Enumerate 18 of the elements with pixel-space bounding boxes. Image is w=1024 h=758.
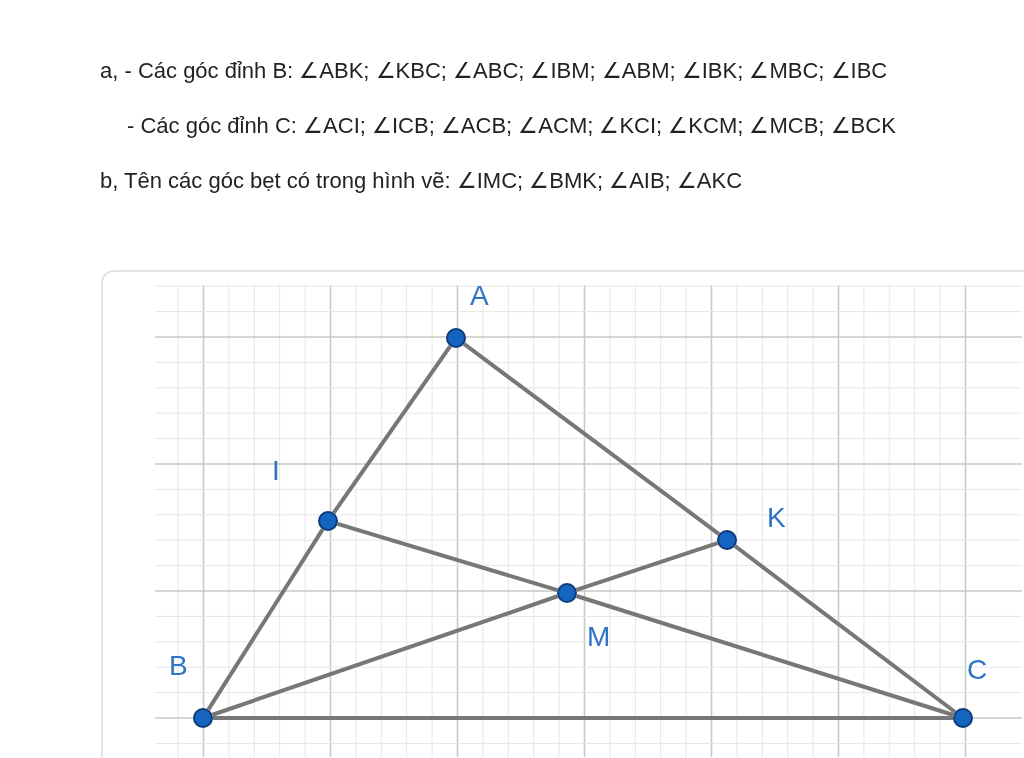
point-label: C — [967, 655, 988, 685]
answer-text: - Các góc đỉnh C: ∠ACI; ∠ICB; ∠ACB; ∠ACM; ∠KCI; ∠KCM; ∠MCB; ∠BCK — [127, 113, 896, 139]
line-segment — [206, 528, 325, 711]
point-label: I — [272, 456, 280, 486]
answer-text: a, - Các góc đỉnh B: ∠ABK; ∠KBC; ∠ABC; ∠IBM; ∠ABM; ∠IBK; ∠MBC; ∠IBC — [100, 58, 888, 84]
point-label: K — [767, 503, 786, 533]
line-segment — [211, 594, 559, 717]
line-segment — [462, 342, 721, 536]
point-label: M — [587, 622, 611, 652]
line-segment — [575, 541, 719, 592]
line-segment — [337, 521, 558, 593]
answer-text: b, Tên các góc bẹt có trong hình vẽ: ∠IMC; ∠BMK; ∠AIB; ∠AKC — [100, 168, 743, 194]
point-label: A — [470, 281, 489, 311]
point-label: B — [169, 651, 188, 681]
line-segment — [213, 716, 953, 720]
line-segment — [575, 594, 955, 717]
line-segment — [332, 345, 452, 514]
line-segment — [733, 544, 957, 714]
